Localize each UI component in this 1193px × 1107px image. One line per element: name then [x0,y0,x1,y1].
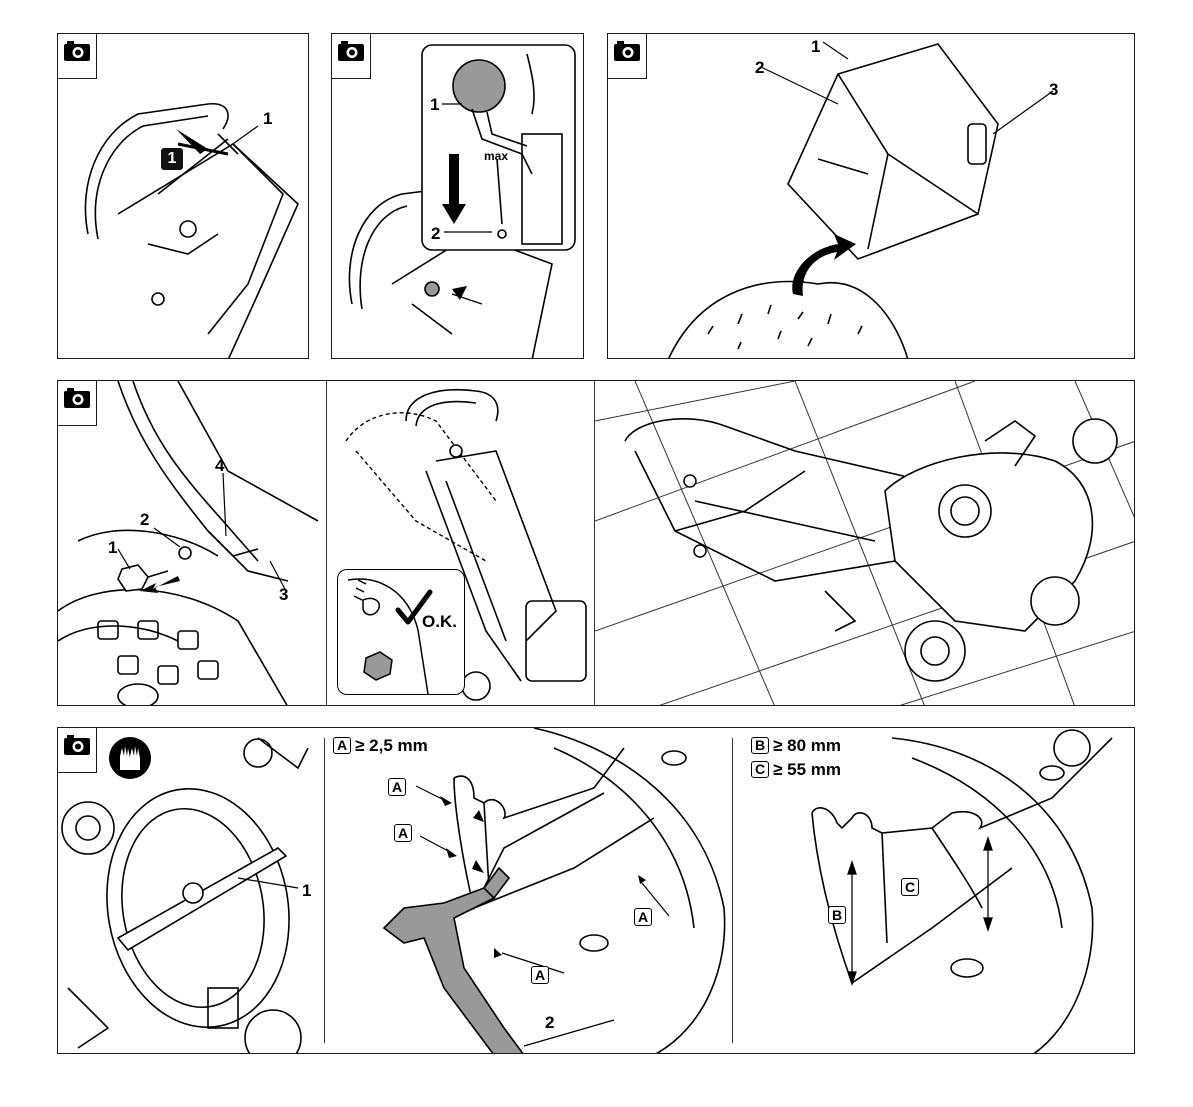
illustration-folded-mower [595,381,1135,706]
ok-label: O.K. [422,612,457,632]
spec-c-value: ≥ 55 mm [773,760,841,779]
camera-icon-box [608,34,647,79]
measure-label-a: A [531,966,549,984]
spec-c-label: C [751,761,769,778]
callout-2: 2 [755,59,764,76]
callout-2: 2 [431,225,440,242]
illustration-caliper-measure [324,728,732,1054]
figure-row-handle-folding: 1 2 3 4 O.K. [57,380,1135,706]
illustration-mower-underside [58,728,324,1054]
camera-icon-box [58,34,97,79]
measure-label-a: A [394,824,412,842]
ok-inset: O.K. [337,569,465,695]
figure-panel-empty-catcher: 1 2 3 [607,33,1135,359]
callout-3: 3 [1049,81,1058,98]
callout-1: 1 [263,110,272,127]
camera-icon [63,40,91,62]
camera-icon-box [332,34,371,79]
measure-label-b: B [828,906,846,924]
measure-label-c: C [901,878,919,896]
callout-1: 1 [108,539,117,556]
spec-a-min-thickness: A≥ 2,5 mm [333,736,428,756]
caliper-callout-2: 2 [545,1014,554,1031]
blade-callout-1: 1 [302,882,311,899]
measure-label-a: A [388,778,406,796]
figure-row-blade-check: 1 A≥ 2,5 m [57,727,1135,1054]
camera-icon [63,734,91,756]
callout-1: 1 [811,38,820,55]
camera-icon [63,387,91,409]
spec-a-label: A [333,737,351,754]
callout-3: 3 [279,586,288,603]
height-scale-max-label: max [484,148,508,165]
spec-b-label: B [751,737,769,754]
illustration-height-lever [332,34,584,359]
callout-1: 1 [430,96,439,113]
spec-c-min-width: C≥ 55 mm [751,760,841,780]
illustration-bolt-removal [58,381,326,706]
camera-icon [613,40,641,62]
camera-icon-box [58,381,97,426]
figure-panel-flap-lift: 1 1 [57,33,309,359]
illustration-handle-flap [58,34,309,359]
figure-panel-height-lever: 1 2 max [331,33,584,359]
camera-icon [337,40,365,62]
spec-a-value: ≥ 2,5 mm [355,736,428,755]
step-number-badge: 1 [161,148,183,170]
callout-2: 2 [140,511,149,528]
spec-b-value: ≥ 80 mm [773,736,841,755]
spec-b-min-height: B≥ 80 mm [751,736,841,756]
camera-icon-box [58,728,97,773]
measure-label-a: A [634,908,652,926]
callout-4: 4 [215,457,224,474]
